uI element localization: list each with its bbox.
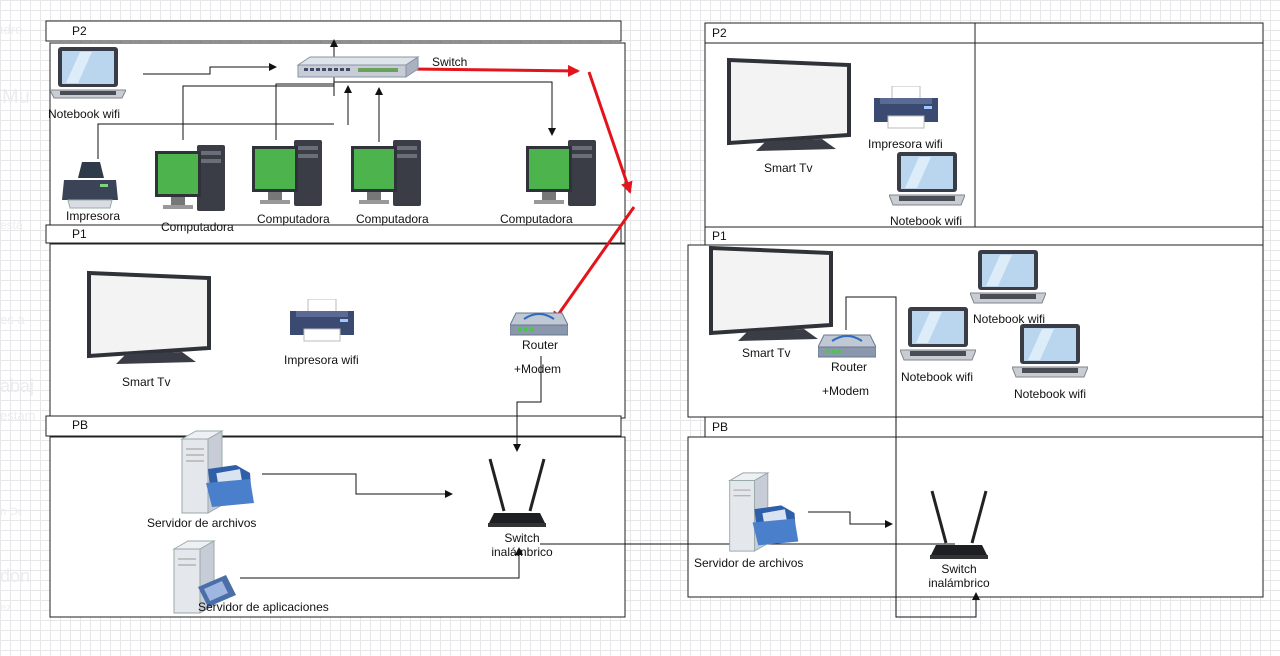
router-label: Router: [522, 338, 559, 352]
wireless-switch-icon: [930, 490, 988, 559]
laptop-icon: [889, 152, 965, 206]
right-building-frames: [687, 22, 1264, 598]
printer-label: Impresora wifi: [284, 353, 359, 367]
computer-label: Computadora: [257, 212, 330, 226]
smart-tv-label: Smart Tv: [742, 346, 791, 360]
laptop-icon: [1012, 324, 1088, 378]
file-server-icon: [180, 430, 254, 514]
wireless-switch-icon: [488, 458, 546, 527]
printer-icon: [290, 299, 354, 342]
computer-icon: [526, 140, 596, 206]
smart-tv-icon: [727, 57, 851, 151]
notebook-label: Notebook wifi: [901, 370, 974, 384]
computer-label: Computadora: [356, 212, 429, 226]
notebook-label: Notebook wifi: [890, 214, 963, 228]
laptop-icon: [970, 250, 1046, 304]
wireless-switch-label: Switch: [504, 531, 540, 545]
smart-tv-label: Smart Tv: [122, 375, 171, 389]
printer-label: Impresora wifi: [868, 137, 943, 151]
app-server-label: Servidor de aplicaciones: [198, 600, 329, 614]
wireless-switch-label: inalámbrico: [491, 545, 553, 559]
smart-tv-icon: [709, 245, 833, 341]
left-p1-header: [45, 224, 622, 244]
left-pb-header: [45, 415, 622, 437]
floor-title-p2: P2: [72, 24, 87, 38]
floor-title-p1: P1: [72, 227, 87, 241]
router-icon: [510, 312, 568, 336]
computer-icon: [351, 140, 421, 206]
background-hint: abaj: [0, 376, 35, 396]
floor-title-p2: P2: [712, 26, 727, 40]
wireless-switch-label: Switch: [941, 562, 977, 576]
background-hint: es a: [0, 312, 25, 327]
red-annotation: [411, 64, 636, 324]
background-hint: Mu: [2, 86, 30, 108]
notebook-label: Notebook wifi: [1014, 387, 1087, 401]
background-hint: don: [0, 566, 31, 586]
file-server-icon: [727, 472, 799, 552]
modem-label: +Modem: [822, 384, 870, 398]
smart-tv-label: Smart Tv: [764, 161, 813, 175]
router-icon: [818, 334, 876, 358]
floor-title-p1: P1: [712, 229, 727, 243]
file-server-label: Servidor de archivos: [147, 516, 257, 530]
printer-label: Impresora: [66, 209, 121, 223]
laptop-icon: [900, 307, 976, 361]
left-p2-header: [45, 20, 622, 42]
background-hint: ıdro: [0, 22, 23, 37]
app-server-icon: [172, 540, 236, 614]
floor-title-pb: PB: [712, 420, 729, 434]
notebook-label: Notebook wifi: [973, 312, 1046, 326]
floor-title-pb: PB: [72, 418, 89, 432]
computer-icon: [252, 140, 322, 206]
printer-icon: [874, 86, 938, 129]
computer-label: Computadora: [161, 220, 234, 234]
right-connectors: [808, 296, 980, 618]
background-hint: ez: [0, 602, 12, 614]
computer-label: Computadora: [500, 212, 573, 226]
printer-icon: [62, 162, 118, 209]
notebook-label: Notebook wifi: [48, 107, 121, 121]
file-server-label: Servidor de archivos: [694, 556, 804, 570]
router-label: Router: [831, 360, 868, 374]
wireless-switch-label: inalámbrico: [928, 576, 990, 590]
smart-tv-icon: [87, 270, 211, 364]
background-hint: está: [0, 218, 23, 232]
background-hint: n Or: [0, 506, 22, 518]
modem-label: +Modem: [514, 362, 562, 376]
switch-icon: [296, 56, 420, 78]
laptop-icon: [50, 47, 126, 99]
switch-label: Switch: [432, 55, 468, 69]
computer-icon: [155, 145, 225, 211]
background-hint: estam: [0, 408, 36, 423]
